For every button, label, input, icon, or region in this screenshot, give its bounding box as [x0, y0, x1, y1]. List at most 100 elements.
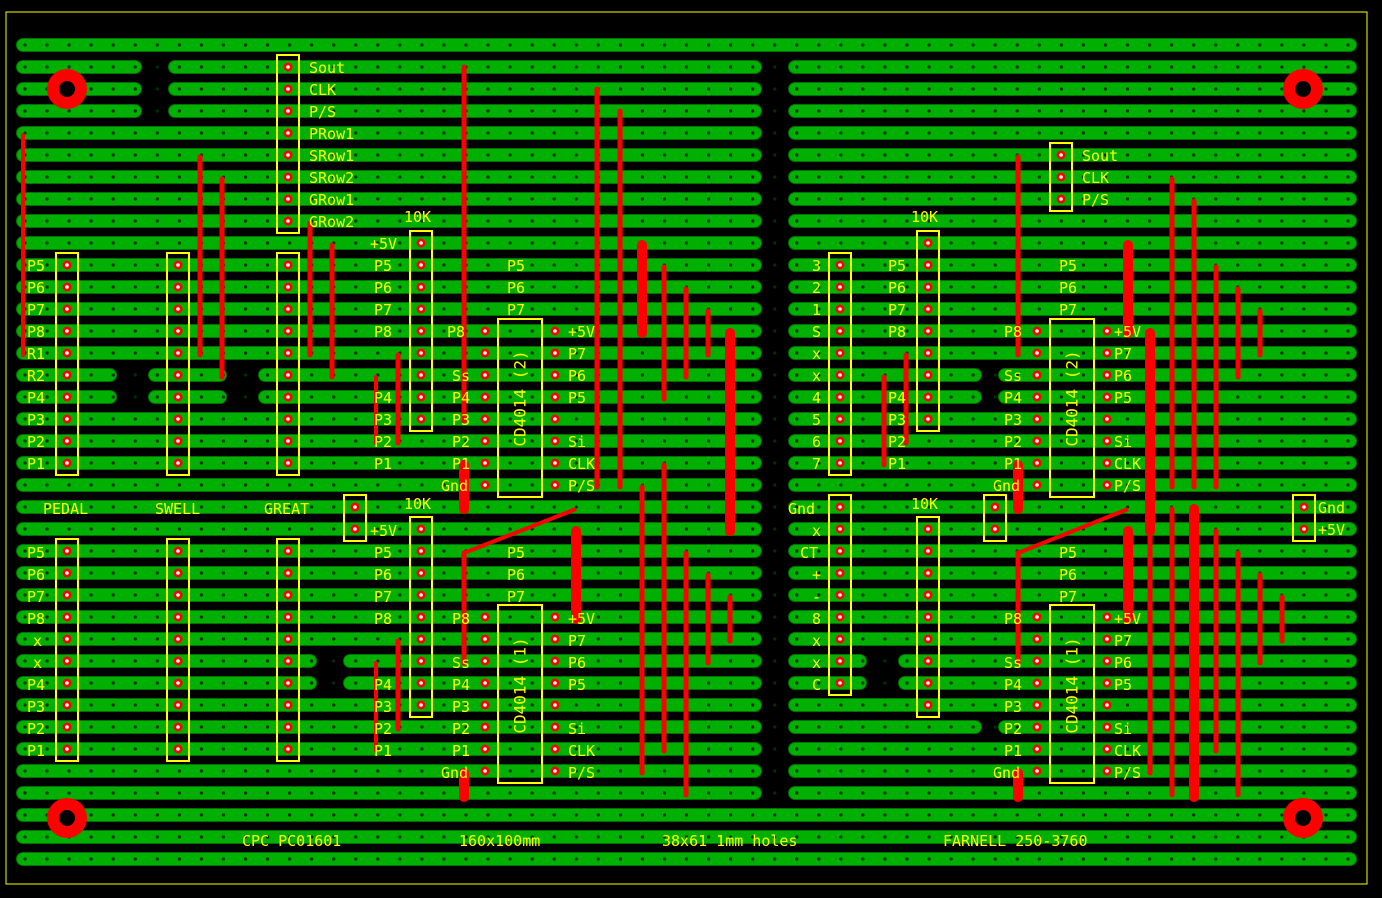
strip-hole	[618, 791, 622, 795]
strip-hole	[508, 439, 512, 443]
strip-hole	[773, 791, 777, 795]
strip-hole	[751, 285, 755, 289]
strip-hole	[243, 571, 248, 575]
pad-hole	[176, 285, 180, 289]
strip-hole	[464, 747, 468, 751]
strip-hole	[354, 615, 358, 619]
strip-hole	[376, 505, 380, 509]
strip-hole	[1037, 43, 1041, 47]
strip-hole	[949, 153, 953, 157]
strip-hole	[949, 131, 953, 135]
pad-hole	[176, 703, 180, 707]
strip-hole	[265, 395, 270, 399]
strip-hole	[1147, 835, 1152, 839]
strip-hole	[45, 725, 49, 729]
strip-hole	[795, 725, 799, 729]
pad-hole	[65, 329, 69, 333]
strip-hole	[199, 43, 203, 47]
strip-hole	[795, 835, 799, 839]
strip-hole	[861, 615, 865, 619]
strip-hole	[354, 593, 358, 597]
strip-hole	[905, 659, 909, 663]
strip-hole	[530, 175, 534, 179]
pad-hole	[926, 659, 930, 663]
strip-hole	[706, 791, 711, 795]
strip-hole	[420, 175, 424, 179]
strip-hole	[45, 65, 49, 69]
strip-hole	[486, 527, 490, 531]
strip-hole	[221, 681, 226, 685]
strip-hole	[1059, 747, 1063, 751]
pad-hole	[65, 395, 69, 399]
strip-hole	[420, 43, 424, 47]
strip-hole	[376, 285, 380, 289]
strip-hole	[1346, 571, 1350, 575]
strip-hole	[67, 65, 71, 69]
strip-hole	[861, 43, 865, 47]
strip-hole	[265, 747, 270, 751]
strip-hole	[23, 747, 27, 751]
strip-hole	[552, 241, 556, 245]
pad-hole	[176, 725, 180, 729]
left-bot-label: P1	[27, 742, 46, 760]
strip-hole	[1280, 703, 1284, 707]
pad-hole	[286, 395, 290, 399]
ic-right-2-outline	[1049, 318, 1095, 498]
strip-hole	[751, 857, 755, 861]
strip-hole	[1324, 791, 1328, 795]
strip-hole	[552, 813, 556, 817]
strip-hole	[1324, 153, 1328, 157]
strip-hole	[23, 483, 27, 487]
ic-pad-hole	[483, 725, 487, 729]
strip-hole	[221, 747, 226, 751]
strip-hole	[729, 703, 733, 707]
sip-label: P3	[374, 411, 393, 429]
strip-hole	[1346, 659, 1350, 663]
strip-hole	[993, 285, 997, 289]
strip-hole	[596, 747, 600, 751]
strip-hole	[1037, 153, 1041, 157]
strip-hole	[817, 791, 821, 795]
strip-hole	[751, 483, 755, 487]
strip-hole	[354, 175, 358, 179]
strip-hole	[971, 395, 975, 399]
strip-hole	[1346, 241, 1350, 245]
strip-hole	[883, 131, 887, 135]
pad-hole	[926, 527, 930, 531]
strip-hole	[883, 197, 887, 201]
strip-hole	[1081, 329, 1085, 333]
strip-hole	[861, 439, 865, 443]
strip-hole	[1037, 241, 1041, 245]
strip-hole	[552, 527, 556, 531]
strip-hole	[133, 659, 137, 663]
strip-hole	[1346, 461, 1350, 465]
strip-hole	[839, 219, 843, 223]
ic-pad-hole	[483, 461, 487, 465]
strip-hole	[729, 725, 733, 729]
strip-hole	[530, 109, 534, 113]
ic-top-label: P5	[1059, 257, 1078, 275]
strip-hole	[354, 87, 358, 91]
strip-hole	[729, 87, 733, 91]
strip-hole	[971, 109, 975, 113]
strip-hole	[133, 109, 137, 113]
sip-label: P4	[374, 676, 393, 694]
strip-hole	[89, 329, 93, 333]
ic-pad-hole	[1035, 439, 1039, 443]
strip-hole	[773, 175, 777, 179]
ic-pad-hole	[553, 681, 557, 685]
strip-hole	[1147, 791, 1152, 795]
strip-hole	[751, 637, 755, 641]
strip-hole	[574, 813, 578, 817]
pad-hole	[838, 681, 842, 685]
right-top-label: 2	[812, 279, 822, 297]
strip-hole	[1081, 571, 1085, 575]
strip-hole	[354, 549, 358, 553]
strip-hole	[773, 219, 777, 223]
strip-hole	[1280, 791, 1284, 795]
strip-hole	[1081, 417, 1085, 421]
strip-hole	[221, 417, 226, 421]
strip-hole	[662, 65, 667, 69]
strip-hole	[751, 725, 755, 729]
strip-hole	[199, 725, 203, 729]
